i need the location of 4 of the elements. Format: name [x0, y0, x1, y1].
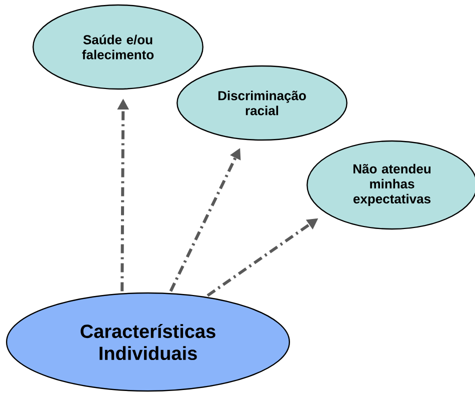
ellipse-node: Não atendeu minhas expectativas	[306, 140, 475, 230]
ellipse-node: Discriminação racial	[176, 65, 348, 141]
ellipse-node: Saúde e/ou falecimento	[32, 4, 204, 90]
ellipse-node: Características Individuais	[6, 292, 290, 392]
